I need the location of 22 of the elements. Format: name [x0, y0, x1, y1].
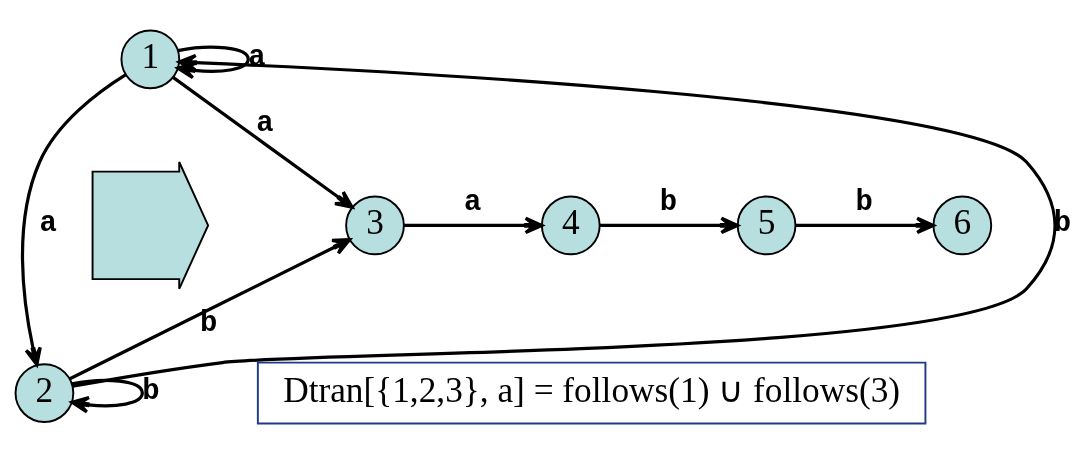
- node-circle: 5: [736, 195, 797, 256]
- arrow: [403, 216, 544, 235]
- edge-label: a: [39, 206, 57, 240]
- arrow: [172, 76, 354, 209]
- edge-label: a: [256, 106, 274, 140]
- arrow: [599, 216, 740, 235]
- arrow: [69, 238, 352, 381]
- edge-label: b: [659, 185, 678, 219]
- node-arrow: [91, 161, 210, 290]
- node-box: Dtran[{1,2,3}, a] = follows(1) ∪ follows(3): [256, 361, 927, 425]
- edge-label: a: [464, 185, 482, 219]
- node-circle: 1: [120, 29, 181, 90]
- node-circle: 3: [345, 195, 405, 256]
- edge-label: b: [855, 185, 873, 219]
- arrow: [795, 216, 935, 235]
- node-circle: 2: [14, 363, 75, 423]
- node-circle: 6: [932, 195, 993, 256]
- arrow: [72, 53, 1056, 388]
- arrow: [20, 73, 127, 367]
- arrow: [70, 378, 144, 414]
- node-circle: 4: [540, 195, 601, 256]
- edge-label: b: [142, 374, 160, 408]
